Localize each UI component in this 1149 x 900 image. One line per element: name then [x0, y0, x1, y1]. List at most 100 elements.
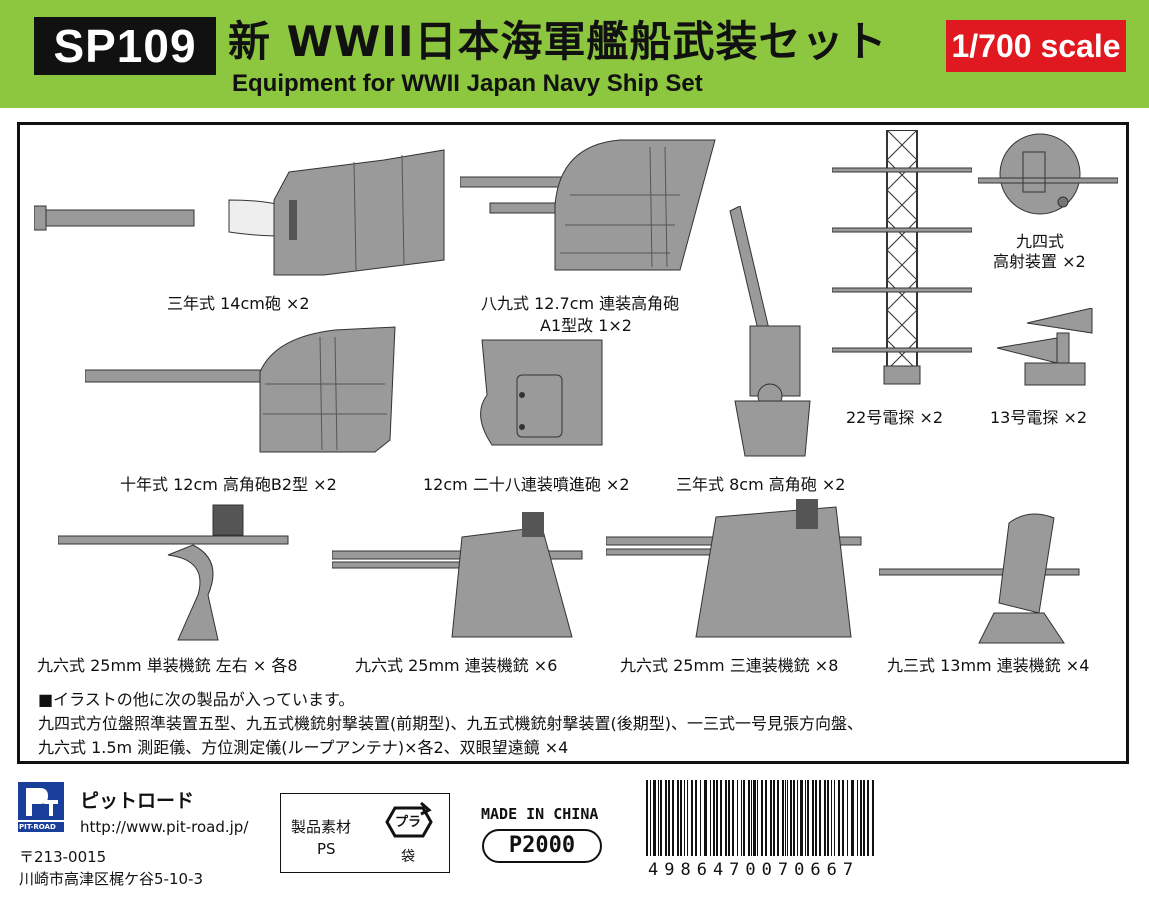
- address: 川崎市高津区梶ケ谷5-10-3: [19, 870, 203, 888]
- barcode-bar: [732, 780, 734, 856]
- scale-badge: 1/700 scale: [946, 20, 1126, 72]
- barcode-bar: [665, 780, 667, 856]
- barcode-bar: [677, 780, 679, 856]
- barcode-bar: [867, 780, 869, 856]
- barcode-bar: [695, 780, 697, 856]
- barcode-icon: [646, 780, 874, 856]
- notes-line-1: ■イラストの他に次の製品が入っています。: [38, 690, 355, 709]
- barcode-bar: [646, 780, 648, 856]
- barcode-bar: [827, 780, 829, 856]
- caption-rocket-12cm: 12cm 二十八連装噴進砲 ×2: [423, 475, 630, 494]
- barcode-bar: [847, 780, 848, 856]
- fire-director-icon: [978, 133, 1118, 215]
- caption-mg-triple: 九六式 25mm 三連装機銃 ×8: [620, 656, 839, 675]
- barcode-bar: [668, 780, 670, 856]
- radar-tower-icon: [832, 130, 972, 385]
- barcode-bar: [741, 780, 742, 856]
- barcode-bar: [720, 780, 722, 856]
- caption-gun-127-sub: A1型改 1×2: [540, 316, 632, 335]
- logo-text: PIT-ROAD: [19, 823, 56, 831]
- barcode-bar: [872, 780, 874, 856]
- caption-mg-single: 九六式 25mm 単装機銃 左右 × 各8: [37, 656, 298, 675]
- price-badge: P2000: [482, 829, 602, 863]
- caption-radar-13: 13号電探 ×2: [990, 408, 1088, 427]
- material-box: 製品素材 PS プラ 袋: [280, 793, 450, 873]
- barcode-bar: [807, 780, 809, 856]
- caption-gun-8cm: 三年式 8cm 高角砲 ×2: [676, 475, 846, 494]
- barcode-bar: [812, 780, 814, 856]
- twin-turret-icon: [460, 139, 716, 271]
- barcode-bar: [650, 780, 651, 856]
- caption-mg-twin: 九六式 25mm 連装機銃 ×6: [355, 656, 558, 675]
- product-title-en: Equipment for WWII Japan Navy Ship Set: [232, 70, 703, 97]
- barcode-bar: [658, 780, 659, 856]
- barcode-bar: [831, 780, 832, 856]
- barcode-bar: [863, 780, 865, 856]
- barcode-bar: [684, 780, 685, 856]
- recycle-mark: プラ: [395, 815, 422, 830]
- barcode-bar: [857, 780, 858, 856]
- material-value: PS: [317, 840, 336, 858]
- barcode-bar: [860, 780, 862, 856]
- barcode-bar: [680, 780, 682, 856]
- barcode-bar: [700, 780, 701, 856]
- notes-line-3: 九六式 1.5m 測距儀、方位測定儀(ループアンテナ)×各2、双眼望遠鏡 ×4: [38, 738, 569, 757]
- caption-mg-13mm: 九三式 13mm 連装機銃 ×4: [887, 656, 1090, 675]
- barcode-bar: [834, 780, 835, 856]
- barcode-bar: [787, 780, 788, 856]
- barcode-bar: [687, 780, 688, 856]
- rocket-launcher-icon: [480, 339, 603, 446]
- barcode-bar: [725, 780, 727, 856]
- material-label: 製品素材: [291, 818, 352, 836]
- shielded-gun-icon: [85, 326, 396, 453]
- twin-mg-icon: [332, 512, 583, 638]
- single-mg-icon: [58, 504, 289, 641]
- barcode-bar: [710, 780, 711, 856]
- caption-fire-director-sub: 高射装置 ×2: [993, 252, 1086, 271]
- barcode-bar: [851, 780, 854, 856]
- barcode-bar: [653, 780, 656, 856]
- turret-gun-icon: [34, 149, 445, 276]
- header-band: SP109 新 WWII日本海軍艦船武装セット Equipment for WW…: [0, 0, 1149, 108]
- barcode-bar: [691, 780, 693, 856]
- barcode-bar: [838, 780, 840, 856]
- barcode-bar: [805, 780, 806, 856]
- barcode-number: 4986470070667: [648, 860, 860, 880]
- made-in: MADE IN CHINA: [481, 805, 599, 823]
- barcode-bar: [797, 780, 798, 856]
- recycle-arrows-icon: [385, 802, 433, 838]
- caption-fire-director: 九四式: [1016, 232, 1065, 251]
- barcode-bar: [815, 780, 817, 856]
- aa-gun-icon: [729, 206, 811, 457]
- barcode-bar: [748, 780, 750, 856]
- notes-line-2: 九四式方位盤照準装置五型、九五式機銃射撃装置(前期型)、九五式機銃射撃装置(後期…: [38, 714, 863, 733]
- postal-code: 〒213-0015: [19, 848, 107, 866]
- barcode-bar: [737, 780, 738, 856]
- caption-radar-22: 22号電探 ×2: [846, 408, 944, 427]
- barcode-bar: [753, 780, 756, 856]
- barcode-bar: [751, 780, 752, 856]
- barcode-bar: [761, 780, 763, 856]
- horn-radar-icon: [997, 308, 1093, 386]
- pit-road-logo: [18, 782, 64, 832]
- barcode-bar: [777, 780, 779, 856]
- product-title-jp: 新 WWII日本海軍艦船武装セット: [228, 17, 888, 66]
- barcode-bar: [785, 780, 786, 856]
- recycle-sub: 袋: [401, 849, 415, 865]
- barcode-bar: [790, 780, 792, 856]
- barcode-bar: [824, 780, 826, 856]
- barcode-bar: [716, 780, 718, 856]
- caption-gun-14cm: 三年式 14cm砲 ×2: [167, 294, 310, 313]
- triple-mg-icon: [606, 499, 862, 638]
- twin-13mm-mg-icon: [879, 513, 1080, 644]
- barcode-bar: [800, 780, 803, 856]
- product-code: SP109: [34, 17, 216, 75]
- barcode-bar: [782, 780, 784, 856]
- barcode-bar: [819, 780, 821, 856]
- barcode-bar: [765, 780, 767, 856]
- barcode-bar: [773, 780, 775, 856]
- barcode-bar: [757, 780, 758, 856]
- caption-gun-12cm: 十年式 12cm 高角砲B2型 ×2: [120, 475, 337, 494]
- barcode-bar: [704, 780, 707, 856]
- company-url[interactable]: http://www.pit-road.jp/: [80, 818, 249, 836]
